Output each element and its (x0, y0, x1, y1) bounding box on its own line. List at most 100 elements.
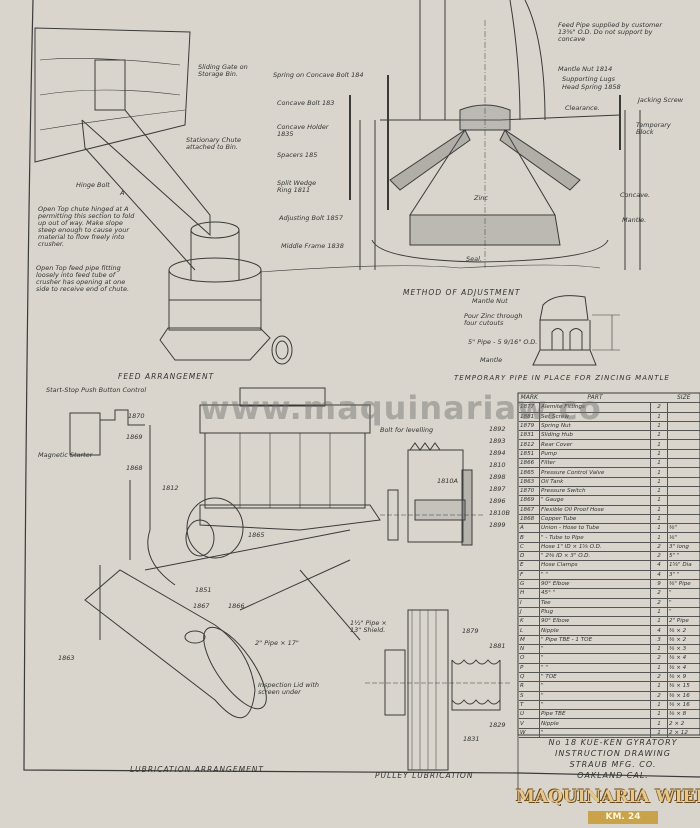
mark-cell: B (519, 532, 540, 543)
qty-cell: 2 (650, 691, 668, 701)
qty-cell: 1 (650, 439, 668, 450)
label-concave-bolt: Concave Bolt 183 (277, 99, 335, 107)
part-cell: Oil Tank (539, 477, 651, 487)
qty-cell: 1 (650, 495, 668, 506)
caption-temporary-pipe: TEMPORARY PIPE IN PLACE FOR ZINCING MANT… (454, 374, 670, 382)
part-1812: 1812 (162, 484, 179, 492)
qty-cell: 2 (650, 542, 668, 553)
part-cell: " Gauge (539, 495, 651, 506)
mark-cell: 1869 (519, 495, 540, 506)
size-cell (667, 458, 700, 469)
label-concave-holder: Concave Holder 1835 (277, 123, 329, 138)
label-spring-on-concave-bolt: Spring on Concave Bolt 184 (273, 71, 364, 79)
part-cell: Spring Nut (539, 421, 651, 432)
mark-cell: 1812 (519, 439, 540, 450)
part-1870: 1870 (128, 412, 145, 420)
part-cell: 45° " (539, 588, 651, 599)
part-cell: " (539, 681, 651, 692)
watermark-brand-logo: MAQUINARIA WIEBE (516, 787, 700, 807)
size-cell (667, 495, 700, 506)
size-cell: 1⅝" Dia (667, 560, 700, 571)
mark-cell: 1831 (519, 430, 540, 441)
size-cell (667, 486, 700, 497)
mark-cell: E (519, 560, 540, 571)
size-cell (667, 467, 700, 478)
part-1869: 1869 (126, 433, 143, 441)
qty-cell: 2 (650, 588, 668, 599)
parts-table-header: MARK PART SIZE (519, 394, 700, 404)
mark-cell: G (519, 579, 540, 590)
mark-cell: 1863 (519, 477, 540, 487)
part-1897: 1897 (489, 485, 506, 493)
size-cell: ⅜ × 4 (667, 653, 700, 664)
mark-cell: K (519, 616, 540, 627)
mark-cell: 1851 (519, 449, 540, 460)
part-1863: 1863 (58, 654, 75, 662)
title-line-2: INSTRUCTION DRAWING (555, 749, 671, 758)
part-cell: " - Tube to Pipe (539, 532, 651, 543)
mark-cell: C (519, 542, 540, 553)
mark-cell: P (519, 663, 540, 673)
qty-cell: 1 (650, 644, 668, 655)
storage-bin-drawing (34, 27, 211, 271)
size-cell: ⅜ × 8 (667, 709, 700, 720)
size-cell: " (667, 607, 700, 618)
caption-feed-arrangement: FEED ARRANGEMENT (118, 372, 215, 381)
size-cell: ⅜ × 16 (667, 700, 700, 711)
size-cell (667, 412, 700, 422)
label-zinc: Zinc (474, 194, 488, 202)
part-cell: 90° Elbow (539, 579, 651, 590)
pulley-lubrication-drawing (365, 609, 512, 771)
part-cell: Pressure Switch (539, 486, 651, 497)
qty-cell: 1 (650, 709, 668, 720)
qty-cell: 1 (650, 616, 668, 627)
label-inspection-lid: Inspection Lid with screen under (258, 681, 320, 696)
part-cell: " (539, 644, 651, 655)
part-cell: Filter (539, 458, 651, 469)
size-cell: ⅜ × 16 (667, 691, 700, 701)
size-cell: ⅛" (667, 532, 700, 543)
size-cell: " (667, 598, 700, 608)
qty-cell: 9 (650, 579, 668, 590)
size-cell: ⅜ × 2 (667, 635, 700, 646)
part-cell: Pump (539, 449, 651, 460)
part-cell: " (539, 653, 651, 664)
qty-cell: 1 (650, 486, 668, 497)
label-pipe-shield: 1½" Pipe × 13" Shield. (350, 619, 387, 634)
qty-cell: 1 (650, 718, 668, 729)
caption-pulley-lubrication: PULLEY LUBRICATION (375, 771, 474, 780)
part-1868: 1868 (126, 464, 143, 472)
part-cell: " (539, 691, 651, 701)
part-1898: 1898 (489, 473, 506, 481)
label-supporting-lugs: Supporting Lugs (562, 75, 616, 83)
qty-cell: 1 (650, 523, 668, 534)
size-cell: ⅜ × 9 (667, 672, 700, 683)
qty-cell: 1 (650, 449, 668, 460)
mark-cell: S (519, 691, 540, 701)
part-1866: 1866 (228, 602, 245, 610)
size-cell (667, 449, 700, 460)
part-1810b: 1810B (489, 509, 511, 517)
part-cell: Alemite Fittings (539, 402, 651, 413)
mark-cell: L (519, 625, 540, 636)
label-head-spring: Head Spring 1858 (562, 83, 621, 91)
part-cell: Tee (539, 598, 651, 608)
